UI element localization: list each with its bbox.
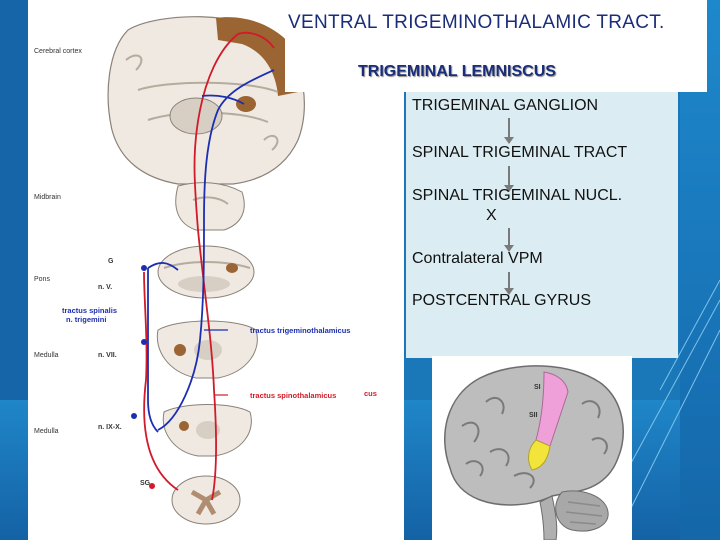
level-label-cerebral-cortex: Cerebral cortex [34,48,82,55]
level-label-pons: Pons [34,276,50,283]
nerve-label-ix-x: n. IX-X. [98,424,122,431]
step-arrow-3 [504,228,514,252]
nerve-label-vii: n. VII. [98,352,117,359]
step-spinal-trigeminal-nucl: SPINAL TRIGEMINAL NUCL. [412,187,623,204]
nerve-label-g: G [108,258,114,265]
lower-medulla-section [162,404,252,457]
spinal-cord-section [171,475,241,525]
si-area [535,371,569,447]
brain-label-sii: SII [529,412,538,419]
midbrain-section [175,182,245,231]
step-contralateral-vpm: Contralateral VPM [412,250,543,267]
title-box [285,0,707,92]
tract-label-spinalis: tractus spinalis [62,306,118,315]
pons-section [157,245,255,299]
step-arrow-2 [504,166,514,192]
coronal-section [107,16,305,185]
lateral-brain-illustration: SI SII [432,356,632,540]
step-postcentral-gyrus: POSTCENTRAL GYRUS [412,292,591,309]
step-spinal-trigeminal-tract: SPINAL TRIGEMINAL TRACT [412,144,628,161]
level-label-medulla-upper: Medulla [34,352,59,359]
postcentral-gyrus-shading [216,17,299,97]
tract-label-cus: cus [364,389,377,398]
pathway-steps-box [406,92,678,358]
brain-label-si: SI [534,384,541,391]
page-title: VENTRAL TRIGEMINOTHALAMIC TRACT. [288,12,665,33]
level-label-medulla-lower: Medulla [34,428,59,435]
sii-area [528,439,551,471]
tract-label-trigemini: n. trigemini [66,315,107,324]
step-trigeminal-ganglion: TRIGEMINAL GANGLION [412,97,599,114]
tract-label-trigeminothalamicus: tractus trigeminothalamicus [250,326,351,335]
spinothalamic-tract-line [193,33,239,501]
spinal-trigeminal-tract-line [147,268,159,433]
step-decussation-x: X [486,207,497,224]
spinothalamic-input [143,271,179,491]
step-arrow-4 [504,272,514,295]
level-label-midbrain: Midbrain [34,194,61,201]
trigeminal-pathway-diagram [107,16,305,525]
step-arrow-1 [504,118,514,144]
nerve-label-v: n. V. [98,284,113,291]
page-subtitle: TRIGEMINAL LEMNISCUS [358,63,556,80]
nerve-label-sg: SG [140,480,151,487]
tract-label-spinothalamicus: tractus spinothalamicus [250,391,337,400]
trigeminothalamic-tract-line [157,69,275,431]
